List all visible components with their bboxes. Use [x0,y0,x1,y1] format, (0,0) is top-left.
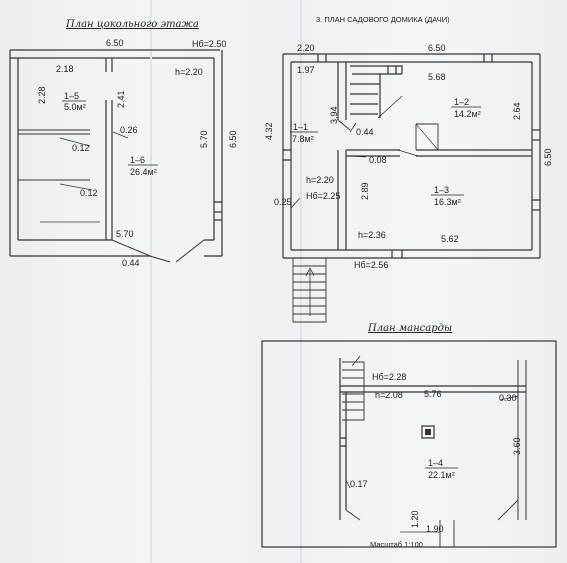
room-1-2-label: 1–2 [454,97,469,107]
dim-attic-h228: Hб=2.28 [372,372,406,382]
basement-plan-title: План цокольного этажа [65,19,199,30]
dim-main-568: 5.68 [428,72,446,82]
room-1-3-area: 16.3м² [434,197,461,207]
attic-plan-title: План мансарды [367,323,452,334]
dim-basement-width: 6.50 [106,38,124,48]
dim-main-197: 1.97 [297,65,315,75]
room-1-6-area: 26.4м² [130,167,157,177]
dim-attic-576: 5.76 [424,389,442,399]
scale-note: Масштаб 1:100 [370,540,423,549]
dim-main-025: 0.25 [274,197,292,207]
room-1-5-label: 1–5 [64,91,79,101]
room-1-3-label: 1–3 [434,185,449,195]
dim-main-432: 4.32 [264,122,274,140]
dim-main-h220: h=2.20 [306,175,334,185]
room-1-4-label: 1–4 [428,458,443,468]
dim-basement-570-v: 5.70 [199,130,209,148]
dim-main-394: 3.94 [329,106,339,124]
dim-basement-650-v: 6.50 [228,130,238,148]
dim-basement-012b: 0.12 [80,188,98,198]
basement-plan [9,49,223,263]
paper-fold [300,0,302,563]
dim-attic-120: 1.20 [410,510,420,528]
house-plan-title: 3. ПЛАН САДОВОГО ДОМИКА (ДАЧИ) [316,15,450,24]
dim-basement-241: 2.41 [116,90,126,108]
attic-plan [261,340,557,548]
room-1-6-label: 1–6 [130,155,145,165]
dim-attic-017: 0.17 [350,479,368,489]
dim-attic-360: 3.60 [512,437,522,455]
dim-main-289: 2.89 [360,182,370,200]
dim-main-562: 5.62 [441,234,459,244]
dim-main-044: 0.44 [356,127,374,137]
room-1-1-area: 7.8м² [292,134,314,144]
dim-basement-012a: 0.12 [72,143,90,153]
dim-basement-026: 0.26 [120,125,138,135]
dim-basement-044: 0.44 [122,258,140,268]
dim-main-008: 0.08 [369,155,387,165]
main-floor-plan [282,53,541,323]
dim-attic-030: 0.30 [499,393,517,403]
dim-basement-228: 2.28 [37,86,47,104]
dim-main-h256: Hб=2.56 [354,260,388,270]
dim-main-h236: h=2.36 [358,230,386,240]
dim-basement-height: Hб=2.50 [192,39,226,49]
dim-main-650-h: 6.50 [428,43,446,53]
room-1-4-area: 22.1м² [428,470,455,480]
dim-attic-190: 1.90 [426,524,444,534]
room-1-1-label: 1–1 [293,122,308,132]
dim-main-264: 2.64 [512,102,522,120]
room-1-5-area: 5.0м² [64,102,86,112]
dim-main-h225: Hб=2.25 [306,191,340,201]
paper-fold [150,0,152,563]
room-1-2-area: 14.2м² [454,109,481,119]
dim-basement-570-h: 5.70 [116,229,134,239]
dim-main-650-v: 6.50 [543,148,553,166]
dim-basement-218: 2.18 [56,64,74,74]
dim-main-220: 2.20 [297,43,315,53]
dim-attic-h208: h=2.08 [375,390,403,400]
dim-basement-h: h=2.20 [175,67,203,77]
